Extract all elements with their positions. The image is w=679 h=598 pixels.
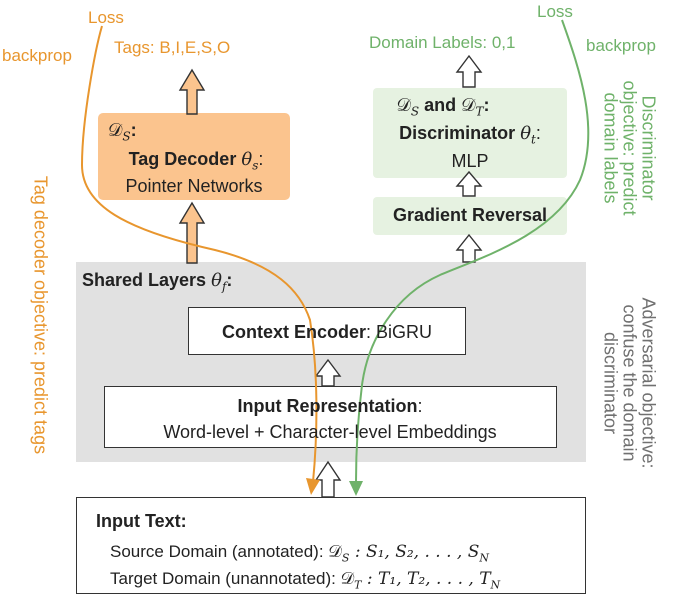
source-domain-math-sub: S bbox=[341, 551, 350, 565]
arrow-discriminator-to-labels bbox=[455, 54, 483, 88]
shared-layers-param-suffix: : bbox=[226, 270, 233, 290]
discriminator-objective-line-1: Discriminator bbox=[638, 95, 659, 201]
discriminator-and-word: and bbox=[419, 95, 462, 115]
left-backprop-label: backprop bbox=[2, 46, 72, 65]
tag-decoder-param-suffix: : bbox=[258, 149, 264, 169]
discriminator-domain-suffix: : bbox=[483, 95, 490, 115]
context-encoder-box bbox=[188, 307, 466, 355]
shared-layers-label: Shared Layers θf: bbox=[82, 271, 232, 293]
tag-decoder-domain: 𝒟S: bbox=[108, 121, 137, 143]
context-encoder-title: Context Encoder bbox=[221, 322, 367, 342]
discriminator-param: θ bbox=[520, 123, 532, 144]
adversarial-objective-line-3: discriminator bbox=[600, 331, 621, 435]
tags-output-label: Tags: B,I,E,S,O bbox=[114, 38, 231, 57]
green-backprop-arrowhead bbox=[349, 481, 363, 496]
tag-decoder-title: Tag Decoder θs: bbox=[129, 150, 264, 172]
shared-layers-label-text: Shared Layers bbox=[82, 270, 207, 290]
tag-decoder-title-text: Tag Decoder bbox=[128, 149, 237, 169]
source-domain-label: Source Domain (annotated): bbox=[110, 542, 329, 561]
tag-decoder-domain-suffix: : bbox=[130, 120, 137, 140]
tag-decoder-box bbox=[98, 113, 290, 200]
discriminator-domain-b-sub: T bbox=[475, 104, 484, 119]
discriminator-title-text: Discriminator bbox=[399, 123, 516, 143]
arrow-representation-to-encoder bbox=[314, 358, 342, 387]
input-text-target-line: Target Domain (unannotated): 𝒟T : T₁, T₂… bbox=[110, 570, 500, 590]
target-domain-math-sub: T bbox=[354, 578, 362, 592]
arrow-tag-decoder-to-tags bbox=[178, 68, 206, 115]
discriminator-subtitle: MLP bbox=[451, 151, 489, 171]
target-domain-math: 𝒟 bbox=[340, 569, 355, 589]
tag-decoder-domain-sub: S bbox=[122, 129, 131, 144]
adversarial-objective-line-1: Adversarial objective: bbox=[638, 297, 659, 469]
discriminator-box bbox=[373, 88, 567, 178]
context-encoder-label: Context Encoder: BiGRU bbox=[222, 323, 432, 341]
input-representation-box bbox=[104, 386, 557, 448]
target-domain-label: Target Domain (unannotated): bbox=[110, 569, 341, 588]
arrow-shared-to-tag-decoder bbox=[178, 201, 206, 264]
input-text-box bbox=[76, 497, 586, 594]
target-domain-sequence-sub: N bbox=[490, 578, 501, 592]
discriminator-domains: 𝒟S and 𝒟T: bbox=[396, 96, 489, 118]
context-encoder-suffix: : BiGRU bbox=[366, 322, 433, 342]
shared-layers-param-sub: f bbox=[221, 279, 227, 294]
input-text-source-line: Source Domain (annotated): 𝒟S : S₁, S₂, … bbox=[110, 543, 489, 563]
gradient-reversal-box bbox=[373, 197, 567, 235]
arrow-input-to-representation bbox=[314, 460, 342, 498]
input-text-title: Input Text: bbox=[96, 511, 187, 531]
input-representation-subtitle: Word-level + Character-level Embeddings bbox=[163, 422, 497, 442]
discriminator-domain-a: 𝒟 bbox=[396, 95, 411, 116]
source-domain-sequence: : S₁, S₂, . . . , S bbox=[349, 542, 480, 562]
discriminator-param-sub: t bbox=[531, 132, 536, 147]
right-loss-label: Loss bbox=[537, 2, 573, 21]
tag-decoder-domain-symbol: 𝒟 bbox=[108, 120, 123, 141]
tag-decoder-param: θ bbox=[241, 149, 253, 170]
adversarial-objective: Adversarial objective: confuse the domai… bbox=[600, 297, 659, 469]
left-loss-label: Loss bbox=[88, 8, 124, 27]
right-backprop-label: backprop bbox=[586, 36, 656, 55]
discriminator-title: Discriminator θt: bbox=[399, 124, 541, 146]
target-domain-sequence: : T₁, T₂, . . . , T bbox=[361, 569, 491, 589]
discriminator-objective: Discriminator objective: predict domain … bbox=[600, 80, 659, 216]
tag-decoder-subtitle: Pointer Networks bbox=[125, 176, 263, 196]
discriminator-domain-b: 𝒟 bbox=[461, 95, 476, 116]
arrow-shared-to-reversal bbox=[455, 233, 483, 263]
input-representation-title-text: Input Representation bbox=[237, 396, 418, 416]
shared-layers-param: θ bbox=[211, 270, 222, 291]
orange-backprop-curve bbox=[80, 25, 318, 483]
input-representation-title-suffix: : bbox=[417, 396, 423, 416]
domain-labels-output: Domain Labels: 0,1 bbox=[369, 33, 516, 52]
gradient-reversal-label: Gradient Reversal bbox=[392, 205, 548, 225]
adversarial-objective-line-2: confuse the domain bbox=[619, 304, 640, 462]
discriminator-domain-a-sub: S bbox=[410, 104, 420, 119]
input-representation-title: Input Representation: bbox=[237, 397, 422, 415]
discriminator-param-suffix: : bbox=[535, 123, 541, 143]
tag-decoder-objective: Tag decoder objective: predict tags bbox=[30, 175, 51, 455]
green-backprop-curve bbox=[355, 19, 590, 483]
arrow-reversal-to-discriminator bbox=[455, 170, 483, 197]
source-domain-math: 𝒟 bbox=[328, 542, 342, 562]
discriminator-objective-line-2: objective: predict bbox=[619, 80, 640, 216]
orange-backprop-arrowhead bbox=[306, 478, 320, 495]
source-domain-sequence-sub: N bbox=[479, 551, 489, 565]
tag-decoder-param-sub: s bbox=[252, 158, 259, 173]
discriminator-objective-line-3: domain labels bbox=[600, 92, 621, 204]
